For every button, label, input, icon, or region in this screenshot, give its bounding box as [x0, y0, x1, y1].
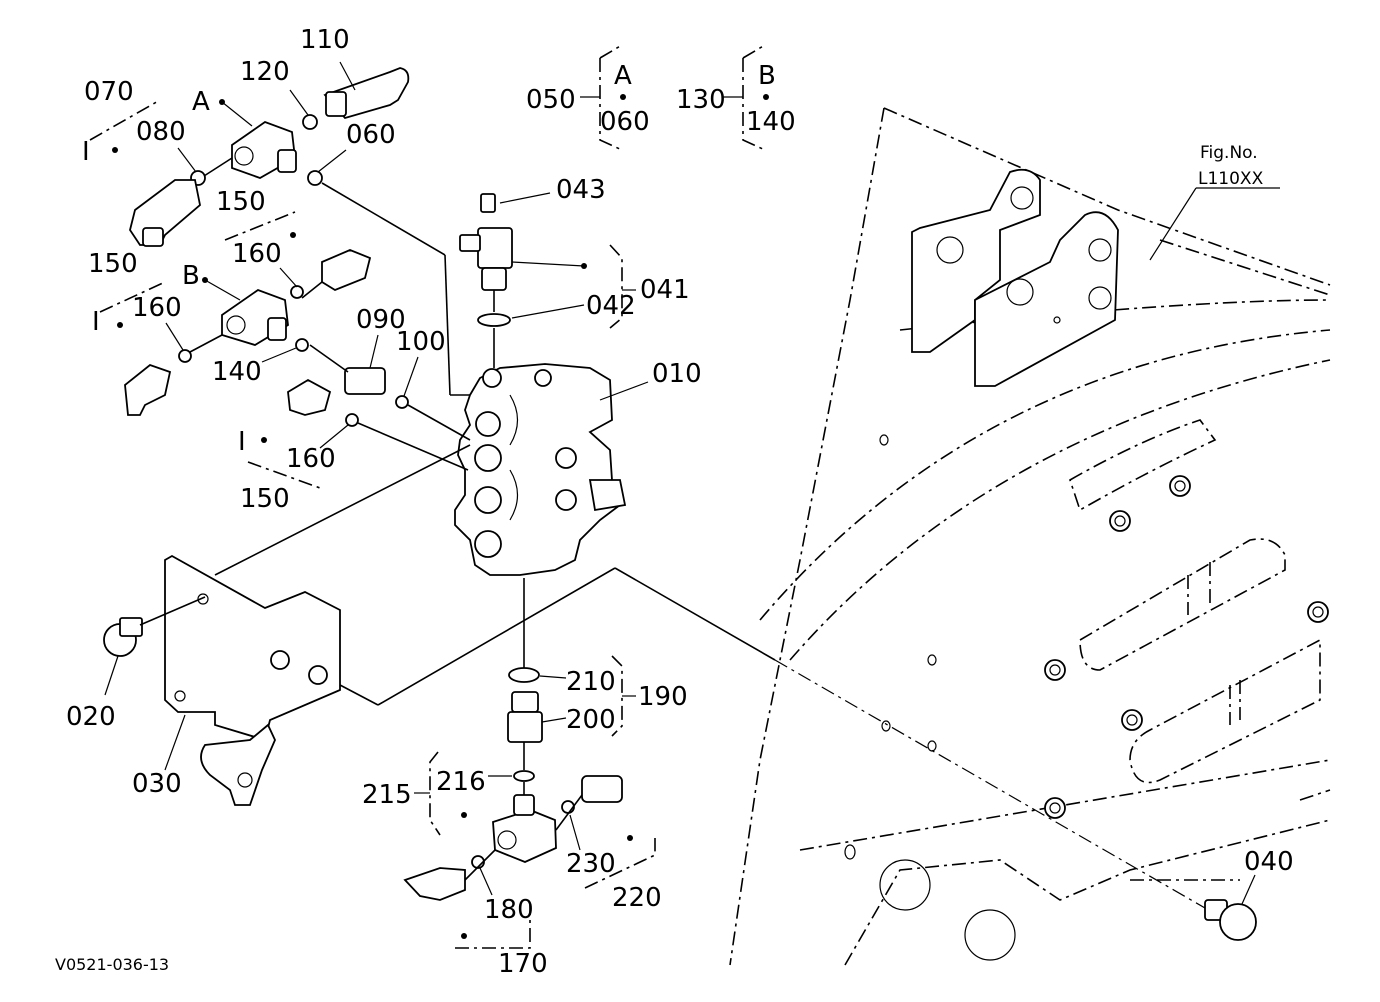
label-215: 215: [362, 780, 412, 810]
leader-lines: [139, 157, 1206, 909]
group-brackets: [89, 44, 766, 949]
label-150-a: 150: [216, 187, 266, 217]
callout-pointers: [104, 61, 1280, 905]
connector-220: [581, 775, 623, 803]
oring-042: [477, 313, 511, 327]
label-020: 020: [66, 702, 116, 732]
label-110: 110: [300, 25, 350, 55]
plug-020: [103, 617, 143, 657]
tee-A: [231, 120, 297, 179]
label-200: 200: [566, 705, 616, 735]
oring-160c: [345, 413, 359, 427]
oring-160a: [290, 285, 304, 299]
elbow-150b: [124, 363, 172, 416]
fig-ref-line2: L110XX: [1198, 169, 1264, 189]
part-labels: 110 120 060 070 080 A I 150 160 150 B 16…: [55, 25, 1294, 979]
label-A: A: [192, 87, 210, 117]
label-120: 120: [240, 57, 290, 87]
tee-B: [221, 288, 289, 346]
oring-140: [295, 338, 309, 352]
label-I-3: I: [238, 427, 246, 457]
elbow-070: [129, 179, 201, 247]
label-160-c: 160: [286, 444, 336, 474]
oring-060: [307, 170, 323, 186]
elbow-170: [403, 867, 466, 901]
oring-160b: [178, 349, 192, 363]
label-041: 041: [640, 275, 690, 305]
elbow-110: [323, 67, 410, 120]
group-130-sub: 140: [746, 107, 796, 137]
oring-210: [508, 667, 540, 683]
frame-outline: [729, 107, 1331, 966]
label-B: B: [182, 261, 200, 291]
label-010: 010: [652, 359, 702, 389]
label-180: 180: [484, 895, 534, 925]
diagram-caption: V0521-036-13: [55, 955, 169, 974]
label-150-b: 150: [88, 249, 138, 279]
label-070: 070: [84, 77, 134, 107]
reference-dots: [112, 94, 769, 939]
control-valve-body: [454, 363, 627, 576]
oring-100: [395, 395, 409, 409]
plate-bracket: [164, 554, 341, 806]
label-230: 230: [566, 849, 616, 879]
label-220: 220: [612, 883, 662, 913]
frame-lug: [911, 168, 1119, 387]
label-140: 140: [212, 357, 262, 387]
group-050-sub: 060: [600, 107, 650, 137]
label-I-2: I: [92, 307, 100, 337]
tee-215: [492, 794, 557, 863]
elbow-150a: [321, 249, 372, 292]
label-150-c: 150: [240, 484, 290, 514]
label-042: 042: [586, 291, 636, 321]
oring-120: [302, 114, 318, 130]
label-160-b: 160: [132, 293, 182, 323]
group-050-letter: A: [614, 61, 632, 91]
label-I-1: I: [82, 137, 90, 167]
switch-041: [459, 227, 513, 291]
label-030: 030: [132, 769, 182, 799]
label-210: 210: [566, 667, 616, 697]
label-060: 060: [346, 120, 396, 150]
group-130-label: 130: [676, 85, 726, 115]
label-090: 090: [356, 305, 406, 335]
label-216: 216: [436, 767, 486, 797]
label-160-a: 160: [232, 239, 282, 269]
group-050-label: 050: [526, 85, 576, 115]
label-190: 190: [638, 682, 688, 712]
label-100: 100: [396, 327, 446, 357]
label-040: 040: [1244, 847, 1294, 877]
frame-nuts: [844, 434, 1329, 961]
elbow-150c: [287, 378, 332, 416]
cap-043: [480, 193, 496, 213]
label-043: 043: [556, 175, 606, 205]
fig-ref-line1: Fig.No.: [1200, 143, 1258, 163]
bolt-040: [1204, 899, 1257, 941]
oring-216: [513, 770, 535, 782]
label-170: 170: [498, 949, 548, 979]
adapter-200: [507, 691, 543, 743]
label-080: 080: [136, 117, 186, 147]
group-130-letter: B: [758, 61, 776, 91]
adapter-090: [344, 367, 386, 395]
